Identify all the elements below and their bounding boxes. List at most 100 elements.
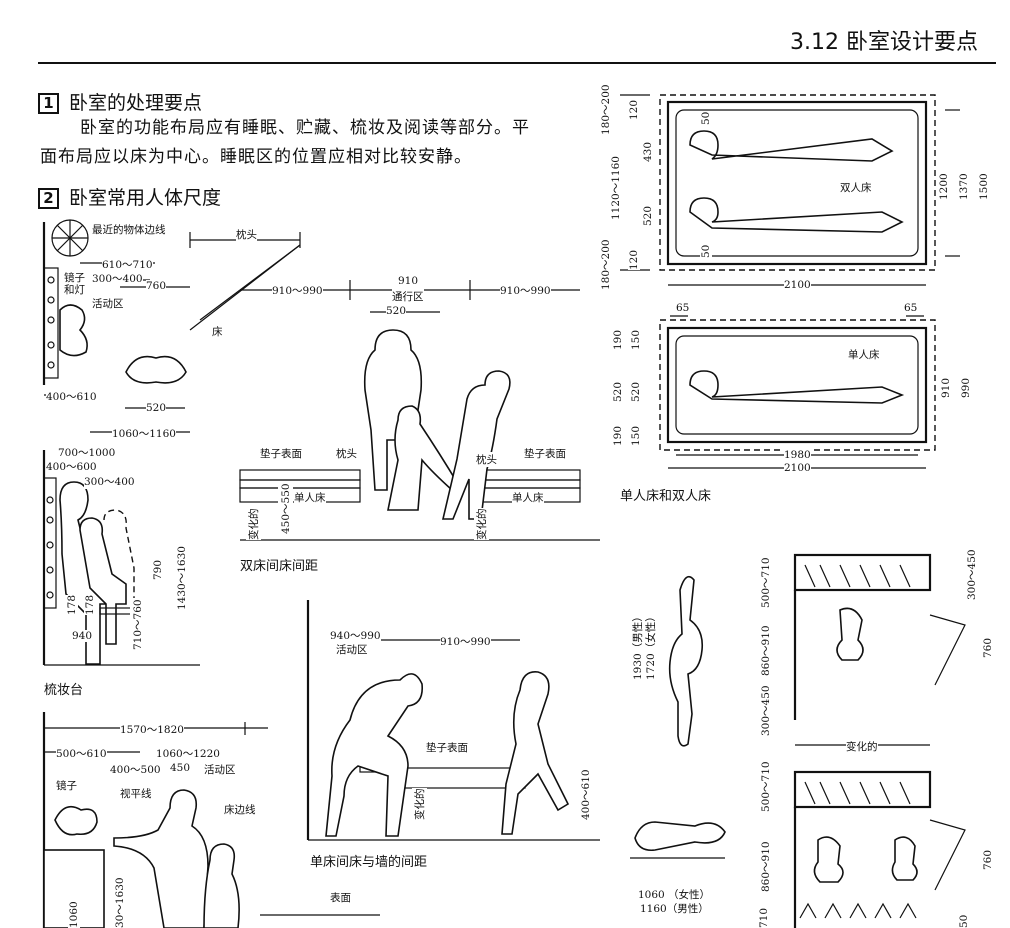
dim-1060-mirror: 1060: [68, 901, 80, 928]
dim-500-610: 500～610: [56, 746, 107, 761]
dim-400-600: 400～600: [46, 459, 97, 474]
dim-ward-500-710-b: 500～710: [758, 761, 773, 812]
section-1-heading: 1 卧室的处理要点: [38, 88, 202, 115]
label-mattress-right: 垫子表面: [524, 446, 566, 461]
dim-twin-910: 910: [398, 275, 419, 287]
dim-400-610: 400～610: [46, 389, 97, 404]
label-activity-wall: 活动区: [336, 642, 368, 657]
label-varies-wall: 变化的: [412, 788, 427, 820]
dim-twin-910-990-right: 910～990: [500, 283, 551, 298]
section-1-title: 卧室的处理要点: [69, 92, 203, 114]
label-pillow-left: 枕头: [336, 446, 357, 461]
dim-single-65-right: 65: [904, 302, 918, 314]
dim-ward-50: 50: [958, 914, 970, 928]
dim-400-500: 400～500: [110, 762, 161, 777]
dim-940-990: 940～990: [330, 628, 381, 643]
label-nearest-edge: 最近的物体边线: [92, 222, 166, 237]
mirror-drawing: [42, 712, 380, 928]
caption-dresser: 梳妆台: [44, 683, 84, 698]
dim-double-50-bottom: 50: [700, 244, 712, 258]
label-pillow-top: 枕头: [236, 227, 257, 242]
section-1-para-line1: 卧室的功能布局应有睡眠、贮藏、梳妆及阅读等部分。平: [80, 118, 530, 138]
dim-single-150-bottom: 150: [630, 425, 642, 446]
label-surface: 表面: [330, 890, 351, 905]
label-double-bed: 双人床: [840, 180, 872, 195]
dim-400-610-wall: 400～610: [578, 769, 593, 820]
dim-single-910: 910: [940, 377, 952, 398]
label-mirror: 镜子: [56, 778, 77, 793]
dim-300-400-dresser: 300～400: [84, 474, 135, 489]
single-bed-drawing: [659, 315, 936, 469]
dim-1060-1160: 1060～1160: [112, 426, 176, 441]
label-mattress-left: 垫子表面: [260, 446, 302, 461]
dim-single-190-bottom: 190: [612, 425, 624, 446]
dim-double-1200: 1200: [938, 173, 950, 200]
dim-single-2100: 2100: [784, 462, 811, 474]
dim-ward-860-910: 860～910: [758, 625, 773, 676]
dim-double-50-top: 50: [700, 111, 712, 125]
dim-700-1000: 700～1000: [58, 445, 116, 460]
caption-twin-bed: 双床间床间距: [240, 559, 319, 574]
dim-178-a: 178: [66, 594, 78, 615]
label-ward-varies: 变化的: [846, 739, 878, 754]
dim-ward-300-450: 300～450: [964, 549, 979, 600]
section-1-para-line2: 面布局应以床为中心。睡眠区的位置应相对比较安静。: [40, 147, 472, 167]
section-2-heading: 2 卧室常用人体尺度: [38, 183, 221, 210]
header-rule: [38, 62, 996, 64]
dim-30-1630: 30～1630: [112, 877, 127, 928]
label-activity-mirror: 活动区: [204, 762, 236, 777]
dim-double-120-bottom: 120: [628, 249, 640, 270]
dim-single-520-a: 520: [612, 381, 624, 402]
section-2-number: 2: [38, 188, 59, 209]
dim-ward-860-910-b: 860～910: [758, 841, 773, 892]
double-bed-drawing: [620, 94, 960, 286]
label-bed: 床: [212, 324, 223, 339]
dim-1060-1220: 1060～1220: [156, 746, 220, 761]
label-mattress-wall: 垫子表面: [426, 740, 468, 755]
label-single-bed-left: 单人床: [294, 490, 326, 505]
dim-300-400: 300～400: [92, 271, 143, 286]
dim-twin-910-990-left: 910～990: [272, 283, 323, 298]
label-reach-height: 1930（男性） 1720（女性）: [632, 611, 658, 680]
label-bed-edge: 床边线: [224, 802, 256, 817]
dim-1570-1820: 1570～1820: [120, 722, 184, 737]
dim-double-430: 430: [642, 141, 654, 162]
label-varies-right: 变化的: [474, 508, 489, 540]
dim-610-710: 610～710: [102, 257, 153, 272]
label-varies-left: 变化的: [246, 508, 261, 540]
dim-single-150-top: 150: [630, 329, 642, 350]
dim-1430-1630: 1430～1630: [174, 546, 189, 610]
page-title: 3.12 卧室设计要点: [790, 30, 978, 55]
dim-ward-760: 760: [982, 637, 994, 658]
dim-ward-500-710: 500～710: [758, 557, 773, 608]
label-pillow-right: 枕头: [476, 452, 497, 467]
dim-520: 520: [146, 402, 167, 414]
dim-single-1980: 1980: [784, 449, 811, 461]
section-2-title: 卧室常用人体尺度: [69, 187, 222, 209]
caption-beds: 单人床和双人床: [620, 489, 712, 504]
dim-double-1120-1160: 1120～1160: [608, 156, 623, 220]
wardrobe-drawing: [630, 553, 966, 928]
dim-940: 940: [72, 630, 93, 642]
dim-710-760: 710～760: [130, 599, 145, 650]
dim-single-520-b: 520: [630, 381, 642, 402]
dim-twin-450-550: 450～550: [278, 483, 293, 534]
caption-bed-wall: 单床间床与墙的间距: [310, 855, 428, 870]
section-1-number: 1: [38, 93, 59, 114]
dim-double-180-200-bottom: 180～200: [598, 239, 613, 290]
label-activity-area: 活动区: [92, 296, 124, 311]
bed-wall-drawing: [306, 600, 600, 841]
dim-ward-760-b: 760: [982, 849, 994, 870]
label-eye-line: 视平线: [120, 786, 152, 801]
dim-single-190-top: 190: [612, 329, 624, 350]
dim-single-990: 990: [960, 377, 972, 398]
label-passage: 通行区: [392, 289, 424, 304]
dim-790: 790: [152, 559, 164, 580]
dresser-drawing: [42, 450, 200, 666]
dim-178-b: 178: [84, 594, 96, 615]
dim-double-1370: 1370: [958, 173, 970, 200]
dim-double-180-200-top: 180～200: [598, 84, 613, 135]
dim-ward-300-450-b: 300～450: [758, 685, 773, 736]
dim-double-2100: 2100: [784, 279, 811, 291]
